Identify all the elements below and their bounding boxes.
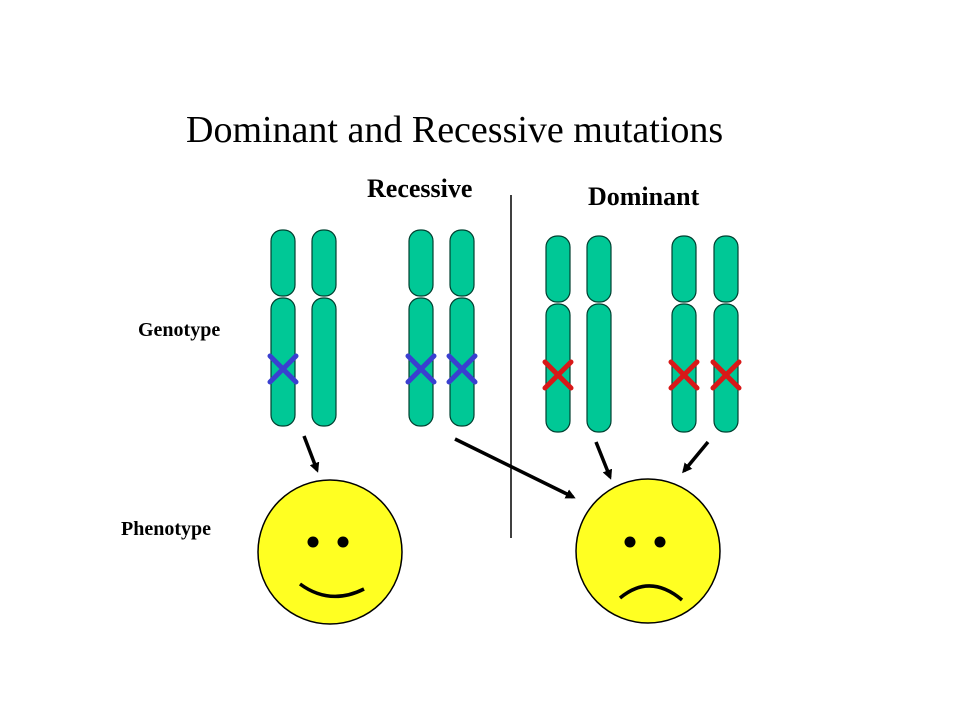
chromosome [449, 229, 475, 297]
frowning-face-icon [575, 478, 721, 624]
dominant-heading: Dominant [588, 182, 700, 211]
page-title: Dominant and Recessive mutations [186, 109, 724, 151]
chromosome-pair-recessive-homozygous [405, 229, 478, 427]
x-mark-icon [542, 359, 574, 391]
genotype-label: Genotype [138, 319, 221, 341]
x-mark-icon [446, 353, 478, 385]
arrow [594, 441, 613, 480]
chromosome [311, 297, 337, 427]
phenotype-label: Phenotype [121, 518, 211, 540]
chromosome [545, 303, 571, 433]
chromosome [449, 297, 475, 427]
chromosome [408, 229, 434, 297]
recessive-heading: Recessive [367, 174, 473, 203]
chromosome [671, 303, 697, 433]
x-mark-icon [668, 359, 700, 391]
chromosome [311, 229, 337, 297]
chromosome [270, 297, 296, 427]
chromosome-pair-recessive-heterozygous [267, 229, 337, 427]
x-mark-icon [405, 353, 437, 385]
arrow [682, 440, 710, 474]
arrow [454, 437, 576, 499]
chromosome-pair-dominant-homozygous [668, 235, 742, 433]
chromosome [270, 229, 296, 297]
arrow [302, 435, 320, 473]
chromosome [713, 303, 739, 433]
chromosome [713, 235, 739, 303]
x-mark-icon [267, 353, 299, 385]
chromosome [671, 235, 697, 303]
chromosome [586, 303, 612, 433]
chromosome [586, 235, 612, 303]
smiley-face-icon [257, 479, 403, 625]
x-mark-icon [710, 359, 742, 391]
chromosome [545, 235, 571, 303]
chromosome [408, 297, 434, 427]
chromosome-pair-dominant-heterozygous [542, 235, 612, 433]
